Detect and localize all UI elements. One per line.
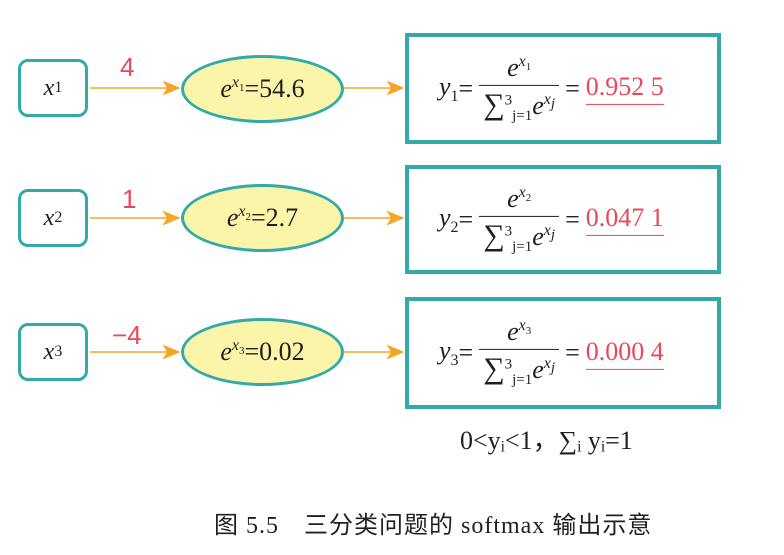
softmax-result-3: 0.000 4 xyxy=(585,337,664,370)
weight-1: 4 xyxy=(120,52,135,82)
exp-node-3: ex3=0.02 xyxy=(181,318,344,386)
softmax-result-2: 0.047 1 xyxy=(585,203,664,236)
softmax-result-1: 0.952 5 xyxy=(585,72,664,105)
output-box-1: y1= ex1 ∑3j=1exj =0.952 5 xyxy=(405,33,721,144)
exp-node-1: ex1=54.6 xyxy=(181,55,344,123)
softmax-condition: 0<yᵢ<1，∑ᵢ yᵢ=1 xyxy=(460,426,633,455)
output-box-3: y3= ex3 ∑3j=1exj =0.000 4 xyxy=(405,297,721,409)
output-box-2: y2= ex2 ∑3j=1exj =0.047 1 xyxy=(405,165,721,274)
weight-3: −4 xyxy=(112,320,142,350)
exp-node-2: ex2=2.7 xyxy=(181,184,344,252)
weight-2: 1 xyxy=(122,184,137,214)
figure-caption: 图 5.5 三分类问题的 softmax 输出示意 xyxy=(214,513,653,539)
